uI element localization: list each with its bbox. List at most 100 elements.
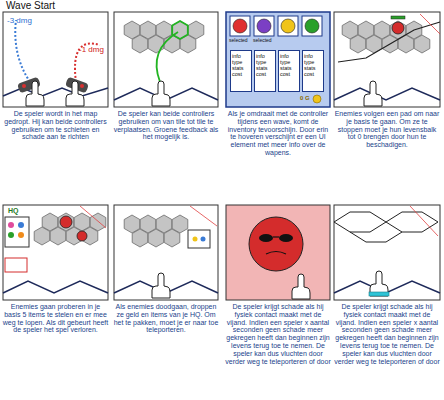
hex-tile (50, 227, 66, 245)
weapon-icon (233, 19, 247, 33)
panel-frame (114, 12, 218, 107)
info-box: info type stats cost (230, 50, 252, 92)
pointing-hand (152, 273, 170, 298)
panel-label: HQ (8, 207, 30, 215)
hex-outline (334, 212, 386, 232)
pointing-hand (292, 274, 310, 299)
weapon-icon (281, 19, 295, 33)
info-box: info type stats cost (254, 50, 276, 92)
aim-line (80, 206, 106, 228)
enemy (77, 231, 87, 241)
hex-tile (132, 35, 148, 53)
story-panel: De speler krijgt schade als hij fysiek c… (226, 205, 330, 400)
aim-line (190, 206, 217, 226)
panel-caption: De speler krijgt schade als hij fysiek c… (225, 303, 331, 366)
panel-label: info type stats cost (232, 53, 252, 78)
hex-outline (386, 212, 438, 232)
controller-button (22, 84, 26, 88)
panel-label: info type stats cost (280, 53, 300, 78)
story-panel: HQ Enemies gaan proberen in je basis 5 it… (3, 205, 108, 400)
pointing-hand (26, 81, 44, 106)
panel-label: 0 G (300, 95, 320, 102)
enemy-path (338, 22, 440, 62)
hex-tile (414, 35, 430, 53)
story-panel: selectedselected0 GAls je omdraait met d… (226, 12, 330, 197)
panel-label: -1 dmg (79, 46, 107, 55)
hex-outline (350, 232, 402, 242)
panel-art (3, 12, 108, 107)
enemy-mouth (266, 252, 286, 255)
weapon-slot (278, 16, 298, 36)
story-panel: Enemies volgen een pad om naar je basis … (334, 12, 440, 197)
panel-label: selected (253, 38, 277, 44)
panel-caption: Als enemies doodgaan, droppen ze geld en… (113, 303, 219, 334)
panel-art (3, 205, 108, 300)
hq-base (188, 230, 210, 248)
pointing-hand (364, 81, 382, 106)
hex-tile (34, 227, 50, 245)
aim-line (420, 14, 440, 34)
hex-tile (132, 229, 148, 247)
info-box: info type stats cost (302, 50, 324, 92)
damage-flash (226, 205, 330, 300)
weapon-icon (257, 19, 271, 33)
hq-item (18, 222, 24, 228)
hex-highlight (172, 21, 188, 39)
panel-label: -3 dmg (7, 17, 47, 26)
panel-art (114, 12, 218, 107)
shot-trail (15, 20, 30, 82)
hex-tile (350, 35, 366, 53)
story-panel: Als enemies doodgaan, droppen ze geld en… (114, 205, 218, 400)
hq-item (18, 232, 24, 238)
controller-cuff (369, 292, 389, 296)
panel-label: info type stats cost (256, 53, 276, 78)
pointing-hand (152, 81, 170, 106)
story-panel: De speler krijgt schade als hij fysiek c… (334, 205, 440, 400)
dropped-item (201, 237, 206, 242)
controller-button (80, 84, 84, 88)
coin-icon (313, 95, 321, 103)
panel-caption: De speler krijgt schade als hij fysiek c… (333, 303, 441, 366)
hex-tile (148, 35, 164, 53)
weapon-slot (302, 16, 322, 36)
hq-base (5, 217, 29, 247)
info-box: info type stats cost (278, 50, 300, 92)
panel-caption: Enemies volgen een pad om naar je basis … (333, 110, 441, 149)
panel-frame (3, 12, 108, 107)
panel-frame (334, 205, 440, 300)
panel-label: info type stats cost (304, 53, 324, 78)
weapon-icon (305, 19, 319, 33)
mission-box (5, 258, 27, 272)
panel-caption: Als je omdraait met de controller tijden… (225, 110, 331, 157)
story-panel: -3 dmg -1 dmg De speler wordt in het map g… (3, 12, 108, 197)
page-title: Wave Start (6, 0, 55, 11)
aim-line (410, 206, 438, 236)
hex-tile (164, 229, 180, 247)
pointing-hand (370, 271, 388, 296)
health-bar (391, 16, 405, 19)
teleport-ray (157, 32, 178, 82)
inventory-screen (226, 12, 330, 107)
floor-line (334, 88, 440, 100)
panel-caption: Enemies gaan proberen in je basis 5 item… (2, 303, 109, 334)
panel-caption: De speler wordt in het map gedropt. Hij … (2, 110, 109, 141)
floor-line (3, 88, 108, 96)
hex-tile (172, 21, 188, 39)
panel-art (226, 205, 330, 300)
dropped-coin (193, 237, 198, 242)
sunglasses (259, 234, 273, 242)
enemy (60, 216, 72, 228)
panel-art (226, 12, 330, 107)
hq-item (8, 222, 14, 228)
hex-tile (148, 229, 164, 247)
story-panel: De speler kan beide controllers gebruike… (114, 12, 218, 197)
hq-item (8, 232, 14, 238)
panel-frame (3, 205, 108, 300)
panel-art (114, 205, 218, 300)
floor-line (3, 281, 108, 293)
panel-caption: De speler kan beide controllers gebruike… (113, 110, 219, 141)
panel-frame (114, 205, 218, 300)
panel-art (334, 12, 440, 107)
enemy (392, 22, 404, 34)
